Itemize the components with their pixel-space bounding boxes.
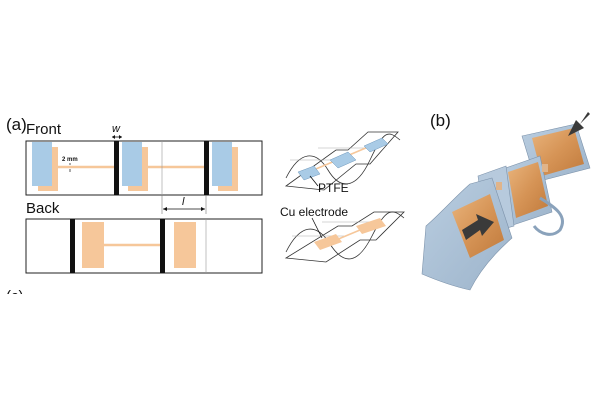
device-tab-1 [496,182,502,190]
back-strip [25,218,263,274]
press-arrow-top-icon [568,112,590,136]
width-arrow-head-r [119,135,122,139]
front-label: Front [26,121,62,138]
front-fold-ptfe-3 [363,137,389,153]
ptfe-leader [309,175,319,187]
press-arrow-left-icon [462,214,494,240]
ptfe-label: PTFE [318,181,349,195]
device-tail [532,196,564,236]
back-cu-pad-1 [82,222,104,268]
back-fold-bar-2 [160,219,165,273]
front-fold-bar-2 [204,141,209,195]
cu-label: Cu electrode [280,205,348,219]
panel-c-mask [0,294,40,306]
panel-b: (b) [421,111,591,291]
front-fold-bar-1 [114,141,119,195]
panel-a-label: (a) [6,115,27,134]
back-label: Back [26,200,60,217]
back-fold-trace [335,229,361,241]
front-ptfe-pad-3 [212,142,232,186]
panel-a: (a) Front w 2 mm [0,115,263,306]
width-arrow-head-l [112,135,115,139]
length-label: l [182,196,185,208]
folded-schematics: PTFE Cu electrode [280,131,405,263]
back-fold-bar-1 [70,219,75,273]
folded-back: Cu electrode [280,205,405,263]
folded-front: PTFE [284,131,401,195]
panel-b-label: (b) [430,111,451,130]
front-fold-ptfe-2 [329,151,357,169]
front-wave [285,133,401,185]
device-tab-2 [542,164,548,172]
back-wave [285,211,405,260]
gap-label: 2 mm [62,157,78,163]
folded-device-photo [421,112,591,291]
width-label: w [112,123,121,135]
back-cu-pad-2 [174,222,196,268]
length-arrow-head-l [163,207,167,211]
length-arrow-head-r [201,207,205,211]
front-fold-ptfe-1 [297,165,321,181]
front-ptfe-pad-2 [122,142,142,186]
front-ptfe-pad-1 [32,142,52,186]
device-cu-mid-2 [508,162,548,218]
back-fold-cu-2 [356,218,386,234]
cu-leader [311,217,323,239]
back-fold-cu-1 [314,234,342,250]
front-strip: w 2 mm [25,123,263,196]
